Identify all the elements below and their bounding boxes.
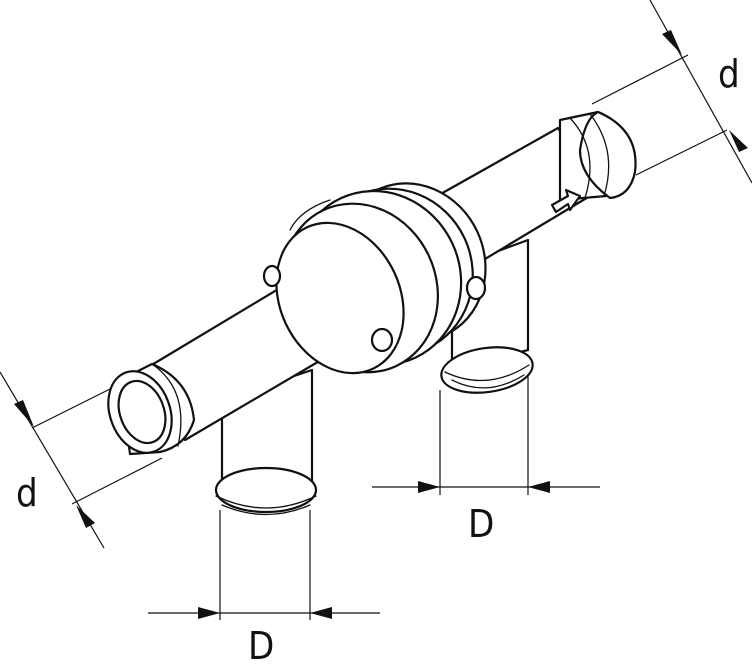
lower-pipe bbox=[107, 280, 330, 456]
dimension-left-D bbox=[148, 510, 380, 620]
dimension-right-D bbox=[372, 370, 600, 495]
flow-arrow-icon bbox=[550, 188, 582, 214]
right-branch-pipe bbox=[440, 238, 534, 394]
dimension-lower-d bbox=[0, 371, 163, 549]
valve-housing bbox=[262, 182, 487, 375]
label-upper-d: d bbox=[718, 52, 740, 96]
label-left-D: D bbox=[248, 624, 275, 668]
dimension-upper-d bbox=[591, 0, 752, 184]
label-lower-d: d bbox=[16, 471, 38, 515]
label-right-D: D bbox=[468, 502, 495, 546]
